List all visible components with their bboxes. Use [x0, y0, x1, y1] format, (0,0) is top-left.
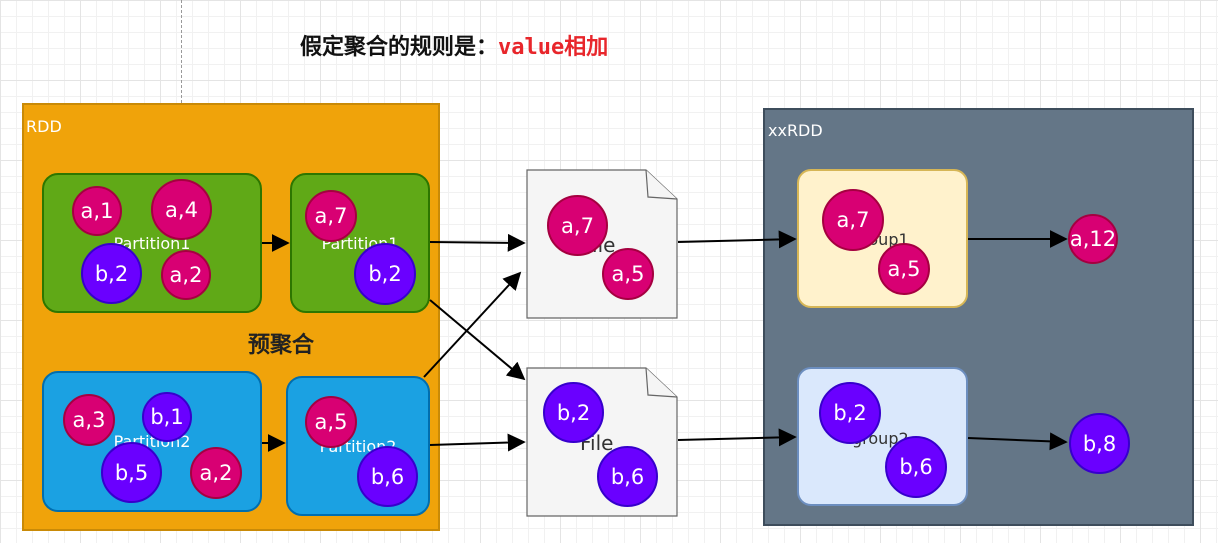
page-title: 假定聚合的规则是：value相加: [300, 32, 608, 64]
record-circle: a,7: [305, 190, 357, 242]
preagg-label: 预聚合: [248, 333, 315, 358]
record-circle: a,7: [547, 195, 608, 256]
record-circle: a,2: [161, 250, 211, 300]
xxrdd-label: xxRDD: [768, 121, 823, 140]
record-circle: b,1: [142, 392, 192, 442]
arrow-p2agg-to-file2: [429, 433, 526, 452]
record-circle: b,6: [357, 446, 418, 507]
partition1-agg-label: Partition1: [321, 234, 399, 253]
record-circle: b,6: [597, 446, 658, 507]
record-circle: a,5: [602, 248, 654, 300]
result-circle: b,8: [1069, 413, 1130, 474]
record-circle: b,2: [81, 243, 142, 304]
arrow-p1agg-to-file1: [429, 233, 526, 252]
partition1-label: Partition1: [113, 234, 191, 253]
partition2-agg-label: Partition2: [319, 437, 397, 456]
record-circle: b,6: [885, 436, 947, 498]
title-prefix: 假定聚合的规则是：: [300, 35, 499, 60]
record-circle: a,3: [63, 394, 115, 446]
record-circle: a,2: [190, 447, 242, 499]
record-circle: a,1: [72, 186, 122, 236]
record-circle: b,2: [354, 243, 416, 305]
result-circle: a,12: [1068, 214, 1118, 264]
guide-line: [181, 0, 182, 103]
arrow-p1agg-to-file2: [429, 299, 526, 381]
record-circle: b,2: [819, 382, 881, 444]
record-circle: a,7: [822, 189, 884, 251]
title-suffix: 相加: [564, 35, 609, 60]
record-circle: a,5: [878, 243, 930, 295]
title-code: value: [498, 35, 565, 60]
record-circle: a,5: [305, 396, 357, 448]
record-circle: b,2: [543, 382, 604, 443]
rdd-label: RDD: [26, 117, 62, 136]
record-circle: a,4: [151, 179, 212, 240]
record-circle: b,5: [101, 442, 162, 503]
